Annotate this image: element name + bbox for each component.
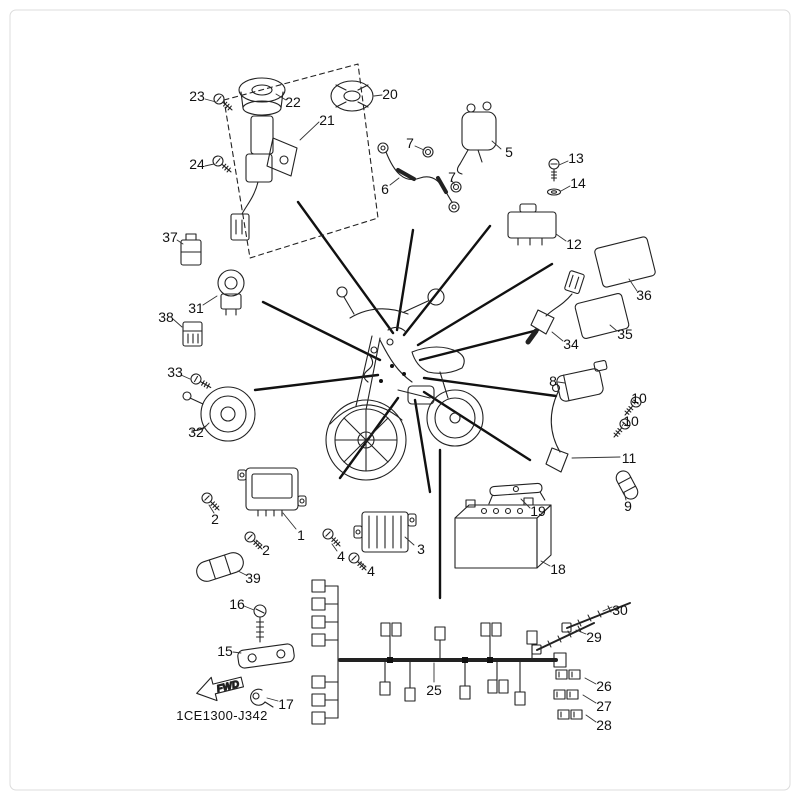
part-connectors-28 [557, 709, 583, 720]
part-sticker-36 [594, 236, 656, 288]
part-relay-12 [507, 203, 557, 246]
callout-25: 25 [426, 682, 442, 698]
callout-29: 29 [586, 629, 602, 645]
part-main-switch [223, 63, 379, 259]
callout-14: 14 [570, 175, 586, 191]
callout-39: 39 [245, 570, 261, 586]
part-cap-20 [330, 80, 374, 112]
callout-2: 2 [211, 511, 219, 527]
part-plug-cap-9 [615, 470, 639, 500]
callout-37: 37 [162, 229, 178, 245]
part-relay-31 [217, 269, 245, 316]
callout-28: 28 [596, 717, 612, 733]
part-cdi-unit-1 [237, 467, 307, 517]
wire-harness-25 [311, 579, 567, 725]
part-connectors-26 [555, 669, 581, 680]
callout-7: 7 [406, 135, 414, 151]
callout-20: 20 [382, 86, 398, 102]
part-bolt-13-washer-14 [546, 158, 562, 196]
part-battery-lead [377, 142, 460, 213]
scooter-illustration [325, 286, 484, 481]
callout-10: 10 [623, 413, 639, 429]
part-horn-32 [182, 386, 256, 442]
callout-15: 15 [217, 643, 233, 659]
callout-36: 36 [636, 287, 652, 303]
part-connectors-27 [553, 689, 579, 700]
callout-5: 5 [505, 144, 513, 160]
callout-27: 27 [596, 698, 612, 714]
part-battery-bracket-19 [488, 482, 546, 505]
leader-lines [172, 93, 638, 723]
callout-23: 23 [189, 88, 205, 104]
part-connector-38 [182, 321, 203, 347]
part-plug-cap-34 [525, 270, 585, 345]
callout-34: 34 [563, 336, 579, 352]
callout-18: 18 [550, 561, 566, 577]
callout-10: 10 [631, 390, 647, 406]
callout-6: 6 [381, 181, 389, 197]
callout-13: 13 [568, 150, 584, 166]
part-starter-relay [456, 101, 497, 175]
callout-11: 11 [622, 450, 637, 466]
part-cable-tie-29 [531, 622, 595, 655]
fwd-arrow: FWD [196, 676, 245, 702]
callout-32: 32 [188, 424, 204, 440]
callout-7: 7 [448, 169, 456, 185]
callout-24: 24 [189, 156, 205, 172]
callout-17: 17 [278, 696, 294, 712]
callout-22: 22 [285, 94, 301, 110]
part-terminal-nuts [422, 146, 462, 193]
callout-8: 8 [549, 373, 557, 389]
part-flasher-relay-37 [180, 233, 202, 266]
callout-4: 4 [337, 548, 345, 564]
callout-33: 33 [167, 364, 183, 380]
diagram-code: 1CE1300-J342 [176, 708, 268, 723]
part-ignition-coil-8 [545, 359, 608, 473]
callout-31: 31 [188, 300, 204, 316]
callout-12: 12 [566, 236, 582, 252]
callout-1: 1 [297, 527, 305, 543]
part-clamp-17 [250, 688, 274, 708]
page-border [9, 9, 791, 791]
callout-16: 16 [229, 596, 245, 612]
callout-26: 26 [596, 678, 612, 694]
part-sticker-35 [574, 293, 630, 339]
callout-38: 38 [158, 309, 174, 325]
callout-35: 35 [617, 326, 633, 342]
callout-30: 30 [612, 602, 628, 618]
part-bracket-15 [237, 643, 295, 669]
part-rectifier-3 [353, 511, 417, 553]
callout-19: 19 [530, 503, 546, 519]
part-fuse-holder-39 [196, 552, 244, 582]
part-bolt-16 [253, 604, 267, 643]
callout-3: 3 [417, 541, 425, 557]
callout-2: 2 [262, 542, 270, 558]
callout-9: 9 [624, 498, 632, 514]
callout-4: 4 [367, 563, 375, 579]
part-cable-tie-30 [561, 602, 631, 633]
callout-21: 21 [319, 112, 335, 128]
